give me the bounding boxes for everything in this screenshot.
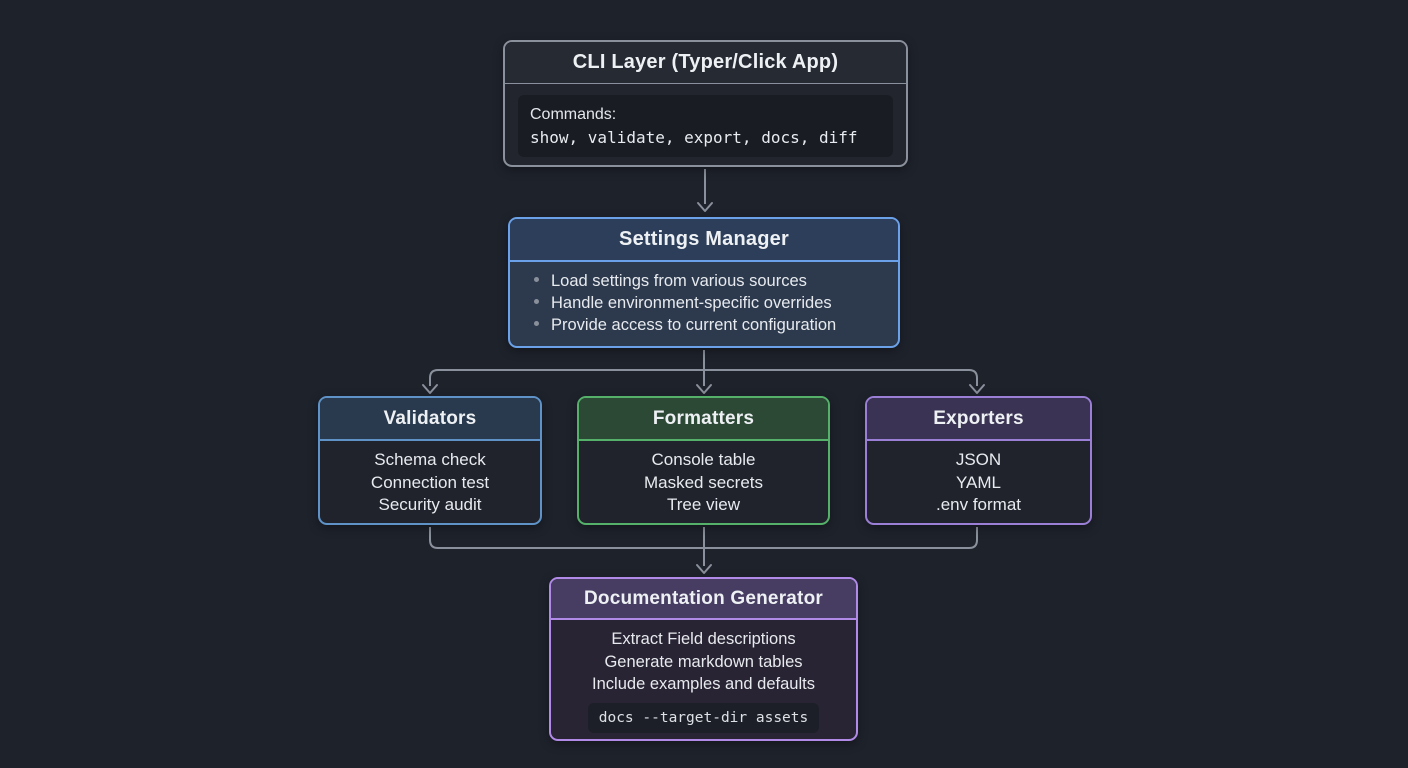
cli-commands-label: Commands: bbox=[530, 106, 617, 123]
formatters-line: Masked secrets bbox=[643, 472, 764, 492]
node-exporters-title: Exporters bbox=[867, 398, 1090, 441]
node-cli-layer-title: CLI Layer (Typer/Click App) bbox=[505, 42, 906, 84]
node-settings-manager-title: Settings Manager bbox=[510, 219, 898, 262]
line-exporters-merge bbox=[704, 527, 978, 549]
arrow-settings-to-validators bbox=[429, 369, 704, 386]
docgen-line: Include examples and defaults bbox=[592, 675, 815, 693]
node-settings-manager-body: Load settings from various sources Handl… bbox=[510, 262, 898, 344]
exporters-line: .env format bbox=[935, 495, 1022, 514]
line-validators-merge bbox=[429, 527, 704, 549]
settings-bullet-text: Handle environment-specific overrides bbox=[551, 294, 832, 312]
validators-line: Connection test bbox=[370, 472, 490, 492]
cli-commands-code-block: Commands: show, validate, export, docs, … bbox=[518, 95, 893, 157]
node-exporters: Exporters JSON YAML .env format bbox=[865, 396, 1092, 525]
node-exporters-body: JSON YAML .env format bbox=[867, 441, 1090, 517]
node-cli-layer: CLI Layer (Typer/Click App) Commands: sh… bbox=[503, 40, 908, 167]
docgen-line: Generate markdown tables bbox=[604, 652, 803, 671]
validators-line: Security audit bbox=[378, 495, 482, 514]
formatters-line: Tree view bbox=[666, 495, 741, 514]
node-formatters: Formatters Console table Masked secrets … bbox=[577, 396, 830, 525]
node-documentation-generator-body: Extract Field descriptions Generate mark… bbox=[551, 620, 856, 733]
node-validators-title: Validators bbox=[320, 398, 540, 441]
node-cli-layer-body: Commands: show, validate, export, docs, … bbox=[505, 84, 906, 165]
node-validators: Validators Schema check Connection test … bbox=[318, 396, 542, 525]
node-documentation-generator-title: Documentation Generator bbox=[551, 579, 856, 620]
exporters-line: JSON bbox=[955, 450, 1002, 469]
validators-line: Schema check bbox=[374, 450, 486, 469]
settings-bullet-item: Handle environment-specific overrides bbox=[534, 292, 888, 314]
settings-bullet-text: Load settings from various sources bbox=[551, 272, 807, 290]
node-settings-manager: Settings Manager Load settings from vari… bbox=[508, 217, 900, 348]
bullet-dot-icon bbox=[534, 299, 539, 304]
docgen-line: Extract Field descriptions bbox=[611, 630, 796, 648]
node-formatters-title: Formatters bbox=[579, 398, 828, 441]
bullet-dot-icon bbox=[534, 321, 539, 326]
node-documentation-generator: Documentation Generator Extract Field de… bbox=[549, 577, 858, 741]
arrow-settings-to-exporters bbox=[704, 369, 978, 386]
formatters-line: Console table bbox=[651, 450, 756, 469]
settings-bullet-item: Load settings from various sources bbox=[534, 270, 888, 292]
settings-bullet-item: Provide access to current configuration bbox=[534, 314, 888, 336]
exporters-line: YAML bbox=[955, 472, 1002, 492]
node-validators-body: Schema check Connection test Security au… bbox=[320, 441, 540, 517]
node-formatters-body: Console table Masked secrets Tree view bbox=[579, 441, 828, 517]
bullet-dot-icon bbox=[534, 277, 539, 282]
settings-bullet-text: Provide access to current configuration bbox=[551, 316, 837, 334]
docgen-command-code: docs --target-dir assets bbox=[587, 702, 820, 733]
cli-commands-list: show, validate, export, docs, diff bbox=[530, 128, 858, 147]
